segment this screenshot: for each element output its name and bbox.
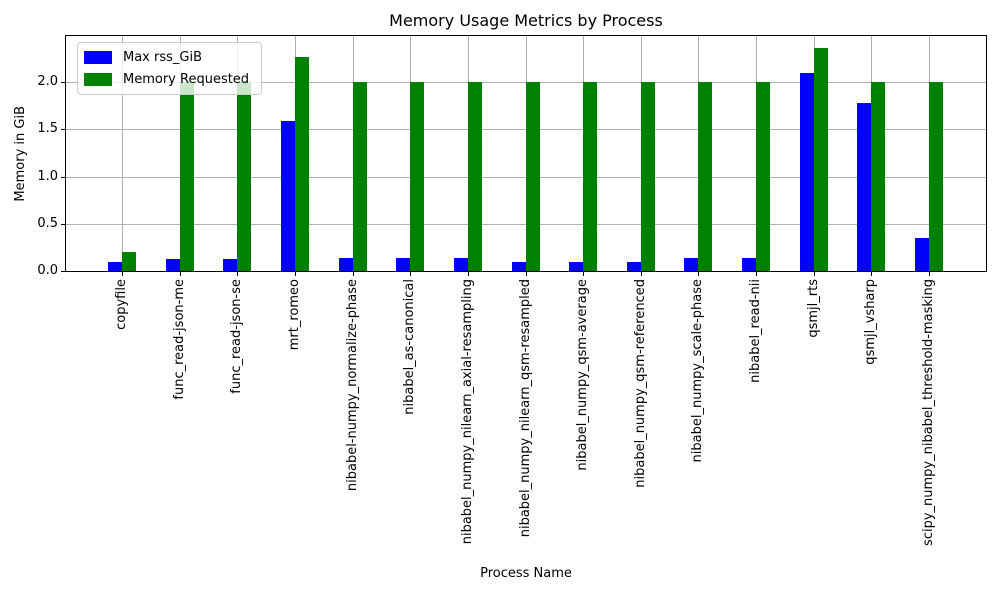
bar-memory-requested bbox=[929, 82, 943, 271]
bar-memory-requested bbox=[410, 82, 425, 271]
legend-swatch-memory-requested-icon bbox=[84, 73, 112, 86]
legend: Max rss_GiB Memory Requested bbox=[77, 42, 263, 95]
x-tick-label: nibabel_numpy_qsm-referenced bbox=[632, 279, 648, 488]
x-tick-label: qsmjl_rts bbox=[805, 279, 821, 338]
y-tick-label: 0.5 bbox=[37, 215, 58, 231]
x-tick-label: nibabel_numpy_qsm-average bbox=[575, 279, 591, 471]
legend-entry-memory-requested: Memory Requested bbox=[84, 72, 249, 87]
x-tick-label: nibabel-numpy_normalize-phase bbox=[344, 279, 360, 492]
x-tick-label: nibabel_read-nii bbox=[748, 279, 764, 383]
bar-max-rss bbox=[165, 258, 180, 271]
bar-memory-requested bbox=[467, 82, 482, 271]
x-axis-tick bbox=[122, 272, 123, 276]
legend-swatch-max-rss-icon bbox=[84, 51, 112, 64]
x-axis-tick bbox=[698, 272, 700, 276]
bar-memory-requested bbox=[237, 82, 252, 271]
y-axis-tick bbox=[61, 82, 65, 84]
bar-max-rss bbox=[915, 237, 929, 271]
x-tick-label: nibabel_numpy_nilearn_axial-resampling bbox=[459, 279, 475, 545]
x-axis-tick bbox=[237, 272, 239, 276]
y-axis-tick bbox=[61, 223, 65, 225]
bar-max-rss bbox=[511, 261, 526, 271]
x-axis-tick bbox=[179, 272, 181, 276]
y-tick-label: 1.0 bbox=[37, 168, 58, 184]
legend-label-memory-requested: Memory Requested bbox=[123, 72, 250, 87]
x-axis-tick bbox=[525, 272, 527, 276]
x-axis-tick bbox=[813, 272, 815, 276]
y-tick-label: 2.0 bbox=[37, 74, 58, 90]
bar-memory-requested bbox=[583, 82, 598, 271]
bar-max-rss bbox=[396, 257, 411, 271]
bar-memory-requested bbox=[813, 48, 828, 271]
bar-memory-requested bbox=[525, 82, 540, 271]
y-axis-label: Memory in GiB bbox=[13, 105, 28, 202]
x-axis-tick bbox=[410, 272, 412, 276]
x-tick-label: nibabel_as-canonical bbox=[402, 279, 418, 415]
bar-max-rss bbox=[742, 257, 757, 271]
legend-entry-max-rss: Max rss_GiB bbox=[84, 50, 249, 65]
x-tick-label: qsmjl_vsharp bbox=[863, 279, 879, 365]
bar-max-rss bbox=[626, 261, 641, 271]
x-tick-label: scipy_numpy_nibabel_threshold-masking bbox=[921, 279, 936, 546]
y-axis-tick bbox=[61, 176, 65, 178]
x-axis-tick bbox=[929, 272, 930, 276]
bar-max-rss bbox=[453, 257, 468, 271]
plot-area bbox=[66, 36, 986, 271]
x-tick-label: func_read-json-se bbox=[229, 279, 245, 394]
bar-max-rss bbox=[857, 103, 872, 271]
bar-max-rss bbox=[223, 258, 238, 271]
legend-label-max-rss: Max rss_GiB bbox=[123, 50, 203, 65]
bar-memory-requested bbox=[871, 82, 886, 271]
bar-memory-requested bbox=[698, 82, 713, 271]
x-axis-tick bbox=[352, 272, 354, 276]
x-tick-label: mrt_romeo bbox=[286, 279, 302, 351]
chart-title: Memory Usage Metrics by Process bbox=[389, 11, 663, 30]
bar-memory-requested bbox=[756, 82, 771, 271]
bar-max-rss bbox=[569, 261, 584, 271]
gridline-vertical bbox=[122, 36, 123, 271]
x-tick-label: func_read-json-me bbox=[171, 279, 187, 400]
bar-max-rss bbox=[799, 72, 814, 271]
bar-memory-requested bbox=[640, 82, 655, 271]
bar-memory-requested bbox=[122, 252, 136, 271]
x-tick-label: nibabel_numpy_scale-phase bbox=[690, 279, 706, 463]
bar-max-rss bbox=[108, 261, 122, 271]
bar-max-rss bbox=[684, 257, 699, 271]
x-tick-label: copyfile bbox=[114, 279, 129, 330]
bar-memory-requested bbox=[294, 56, 309, 271]
x-axis-label: Process Name bbox=[480, 566, 572, 581]
x-axis-tick bbox=[640, 272, 642, 276]
y-tick-label: 0.0 bbox=[37, 263, 58, 278]
y-axis-tick bbox=[61, 129, 65, 131]
y-axis-tick bbox=[61, 271, 65, 272]
bar-memory-requested bbox=[352, 82, 367, 271]
x-axis-tick bbox=[583, 272, 585, 276]
x-axis-tick bbox=[871, 272, 873, 276]
y-tick-label: 1.5 bbox=[37, 121, 58, 137]
x-axis-tick bbox=[294, 272, 296, 276]
bar-max-rss bbox=[338, 257, 353, 271]
bar-max-rss bbox=[280, 120, 295, 271]
x-tick-label: nibabel_numpy_nilearn_qsm-resampled bbox=[517, 279, 533, 538]
bar-memory-requested bbox=[179, 82, 194, 271]
x-axis-tick bbox=[756, 272, 758, 276]
x-axis-tick bbox=[467, 272, 469, 276]
